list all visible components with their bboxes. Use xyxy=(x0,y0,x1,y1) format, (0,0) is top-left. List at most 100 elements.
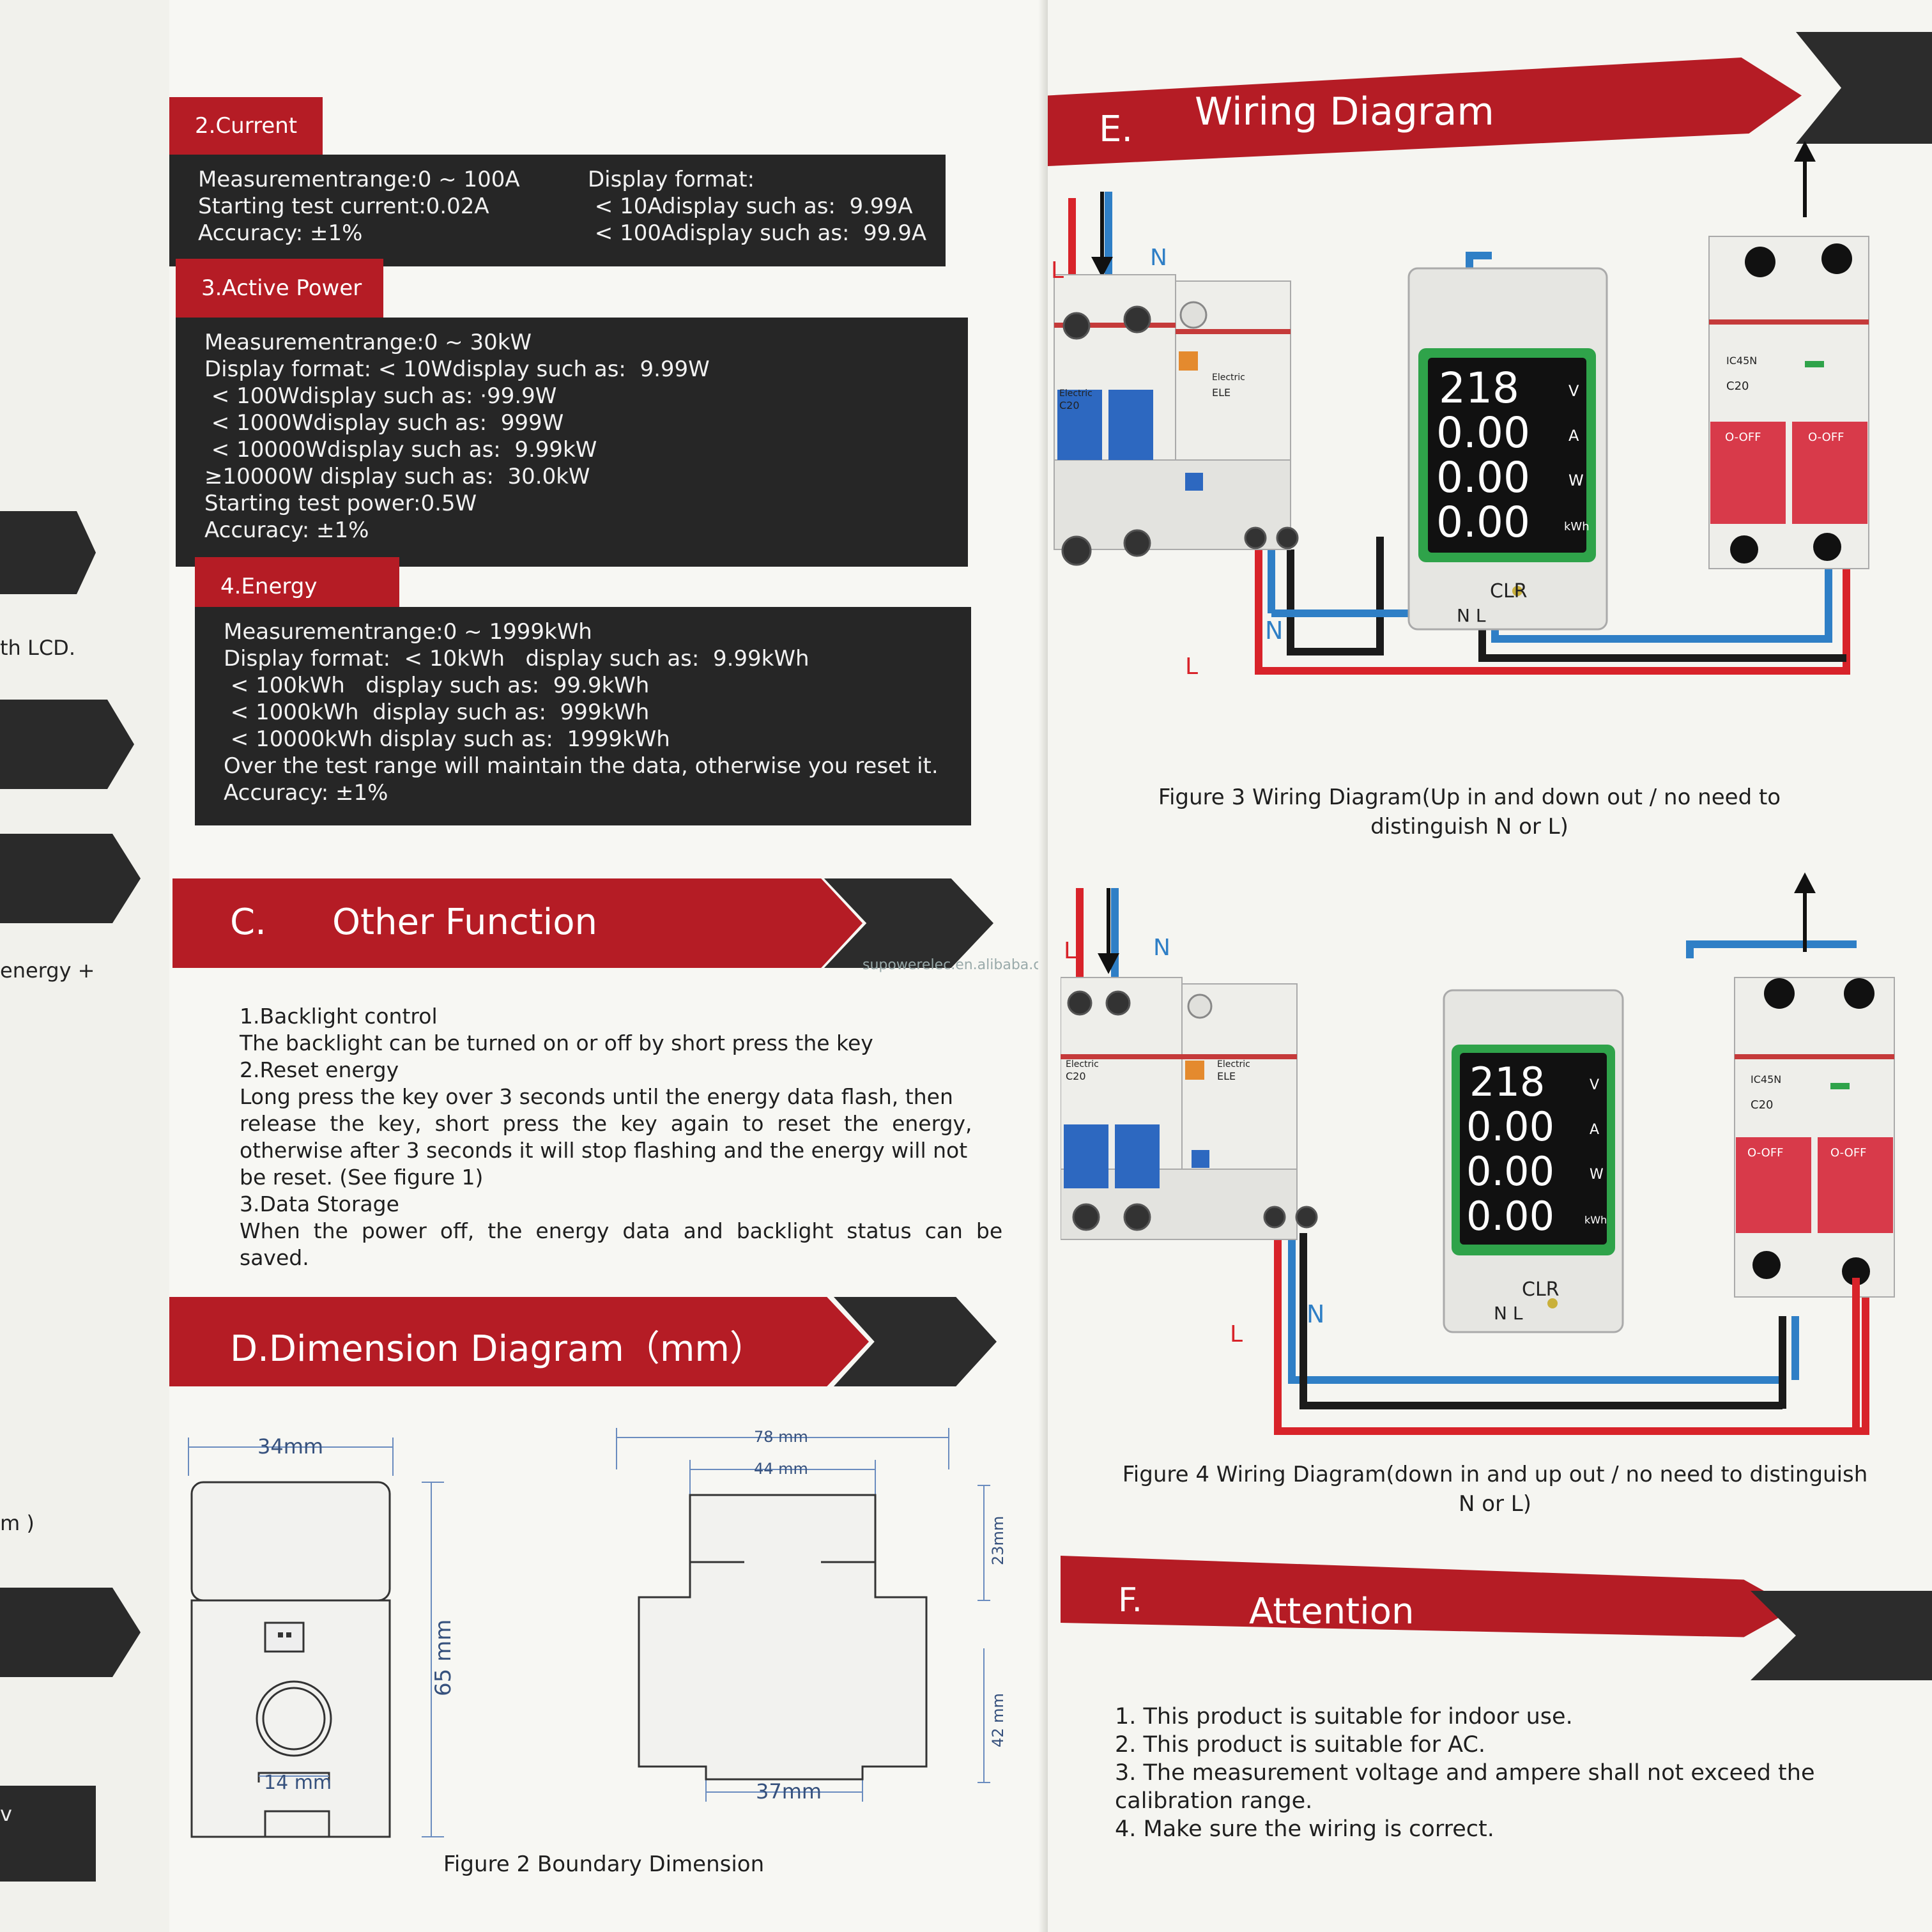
right-breaker-brand: IC45N xyxy=(1726,355,1757,367)
meter-value-power-2: 0.00 xyxy=(1466,1148,1554,1195)
wire-label-L-top: L xyxy=(1051,257,1064,284)
energy-line: Measurementrange:0 ~ 1999kWh xyxy=(224,619,592,645)
active-power-line: Display format: < 10Wdisplay such as: 9.… xyxy=(204,356,710,382)
rcd-brand: Electric xyxy=(1212,372,1245,383)
wiring-title: Wiring Diagram xyxy=(1195,89,1494,134)
wire-label-N-bottom: N xyxy=(1265,617,1283,645)
other-function-line: The backlight can be turned on or off by… xyxy=(240,1031,873,1055)
right-breaker-off-1: O-OFF xyxy=(1725,431,1761,444)
meter-unit-v-2: V xyxy=(1590,1077,1599,1093)
active-power-tab-label: 3.Active Power xyxy=(201,275,362,301)
wire-label-N-top: N xyxy=(1150,245,1167,271)
other-function-title: Other Function xyxy=(332,901,597,943)
left-text-m: m ) xyxy=(0,1511,34,1535)
attention-body: 1. This product is suitable for indoor u… xyxy=(1115,1703,1913,1843)
rcd-model: ELE xyxy=(1212,387,1230,399)
meter-value-energy: 0.00 xyxy=(1436,498,1530,547)
right-breaker-off-2: O-OFF xyxy=(1808,431,1844,444)
dim-78mm: 78 mm xyxy=(754,1428,808,1446)
right-breaker-brand-2: IC45N xyxy=(1751,1073,1781,1085)
energy-line: Display format: < 10kWh display such as:… xyxy=(224,646,809,671)
other-function-body: 1.Backlight control The backlight can be… xyxy=(240,1003,1003,1271)
current-right-column: Display format: < 10Adisplay such as: 9.… xyxy=(588,166,926,247)
meter-value-voltage: 218 xyxy=(1439,364,1519,413)
attention-line: calibration range. xyxy=(1115,1788,1313,1814)
meter-unit-v: V xyxy=(1568,382,1579,400)
active-power-line: ≥10000W display such as: 30.0kW xyxy=(204,464,590,489)
attention-line: 3. The measurement voltage and ampere sh… xyxy=(1115,1760,1815,1786)
meter-value-power: 0.00 xyxy=(1436,453,1530,502)
current-line: Accuracy: ±1% xyxy=(198,220,363,246)
attention-line: 1. This product is suitable for indoor u… xyxy=(1115,1704,1573,1729)
active-power-line: < 1000Wdisplay such as: 999W xyxy=(204,410,564,436)
energy-line: < 10000kWh display such as: 1999kWh xyxy=(224,726,670,752)
left-arrow-4 xyxy=(0,1588,141,1677)
meter-nl-label: N L xyxy=(1457,605,1486,626)
meter-value-voltage-2: 218 xyxy=(1469,1059,1545,1105)
meter-unit-a: A xyxy=(1568,427,1579,445)
other-function-line: 2.Reset energy xyxy=(240,1057,399,1082)
rcd-brand-2: Electric xyxy=(1217,1059,1250,1070)
left-arrow-1 xyxy=(0,511,96,594)
attention-banner: F. Attention xyxy=(1061,1556,1932,1680)
current-tab: 2.Current xyxy=(169,97,323,155)
figure4-caption: Figure 4 Wiring Diagram(down in and up o… xyxy=(1099,1460,1891,1519)
other-function-line: release the key, short press the key aga… xyxy=(240,1111,972,1136)
current-line: < 100Adisplay such as: 99.9A xyxy=(588,220,927,246)
dimension-title: D.Dimension Diagram（mm） xyxy=(230,1328,765,1370)
figure3-caption: Figure 3 Wiring Diagram(Up in and down o… xyxy=(1112,783,1827,841)
energy-line: Over the test range will maintain the da… xyxy=(224,753,939,779)
meter-unit-w-2: W xyxy=(1590,1167,1604,1183)
active-power-tab: 3.Active Power xyxy=(176,259,383,318)
right-breaker-off-3: O-OFF xyxy=(1747,1146,1784,1160)
right-page: E. Wiring Diagram xyxy=(1048,0,1932,1932)
wire-label-L-top-2: L xyxy=(1064,938,1077,964)
figure3-caption-line: Figure 3 Wiring Diagram(Up in and down o… xyxy=(1158,785,1781,810)
attention-line: 4. Make sure the wiring is correct. xyxy=(1115,1816,1494,1842)
meter-unit-kwh: kWh xyxy=(1564,520,1590,533)
dimension-banner: D.Dimension Diagram（mm） xyxy=(169,1297,1000,1386)
other-function-letter: C. xyxy=(230,901,266,943)
dim-44mm: 44 mm xyxy=(754,1460,808,1478)
left-text-energy: energy + xyxy=(0,958,95,983)
wire-label-L-bottom-2: L xyxy=(1230,1321,1243,1347)
meter-unit-w: W xyxy=(1568,471,1584,489)
left-arrow-3 xyxy=(0,834,141,923)
dim-34mm: 34mm xyxy=(257,1434,323,1459)
right-breaker-model: C20 xyxy=(1726,379,1749,393)
figure4-caption-line: N or L) xyxy=(1458,1491,1532,1517)
banner-red xyxy=(169,1297,869,1386)
other-function-line: When the power off, the energy data and … xyxy=(240,1218,1003,1243)
active-power-line: < 100Wdisplay such as: ·99.9W xyxy=(204,383,557,409)
current-tab-label: 2.Current xyxy=(195,113,298,139)
energy-box: Measurementrange:0 ~ 1999kWh Display for… xyxy=(195,607,971,825)
current-line: Display format: xyxy=(588,167,755,192)
figure2-caption: Figure 2 Boundary Dimension xyxy=(443,1851,765,1877)
energy-tab-label: 4.Energy xyxy=(220,574,318,599)
energy-line: < 1000kWh display such as: 999kWh xyxy=(224,700,650,725)
left-text-v: v xyxy=(0,1802,12,1826)
other-function-line: saved. xyxy=(240,1245,309,1270)
watermark: supowerelec.en.alibaba.com xyxy=(862,957,1064,973)
left-arrow-2 xyxy=(0,700,134,789)
wiring-banner: E. Wiring Diagram xyxy=(1048,32,1932,185)
current-line: Starting test current:0.02A xyxy=(198,194,489,219)
active-power-line: Starting test power:0.5W xyxy=(204,491,477,516)
other-function-line: otherwise after 3 seconds it will stop f… xyxy=(240,1138,968,1163)
dim-65mm: 65 mm xyxy=(431,1620,456,1696)
left-breaker-brand: Electric xyxy=(1059,388,1092,399)
banner-red xyxy=(172,878,862,968)
meter-value-current-2: 0.00 xyxy=(1466,1103,1554,1150)
other-function-line: 3.Data Storage xyxy=(240,1192,399,1216)
middle-page: 2.Current Measurementrange:0 ~ 100A Star… xyxy=(169,0,1063,1932)
energy-line: Accuracy: ±1% xyxy=(224,780,388,806)
right-breaker-off-4: O-OFF xyxy=(1830,1146,1867,1160)
left-arrow-5 xyxy=(0,1786,96,1882)
dim-14mm: 14 mm xyxy=(264,1772,332,1794)
left-breaker-model: C20 xyxy=(1059,399,1080,411)
figure4-caption-line: Figure 4 Wiring Diagram(down in and up o… xyxy=(1122,1462,1868,1487)
figure3-caption-line: distinguish N or L) xyxy=(1370,814,1568,839)
meter-unit-a-2: A xyxy=(1590,1122,1599,1138)
active-power-line: Accuracy: ±1% xyxy=(204,518,369,543)
energy-tab: 4.Energy xyxy=(195,557,399,616)
